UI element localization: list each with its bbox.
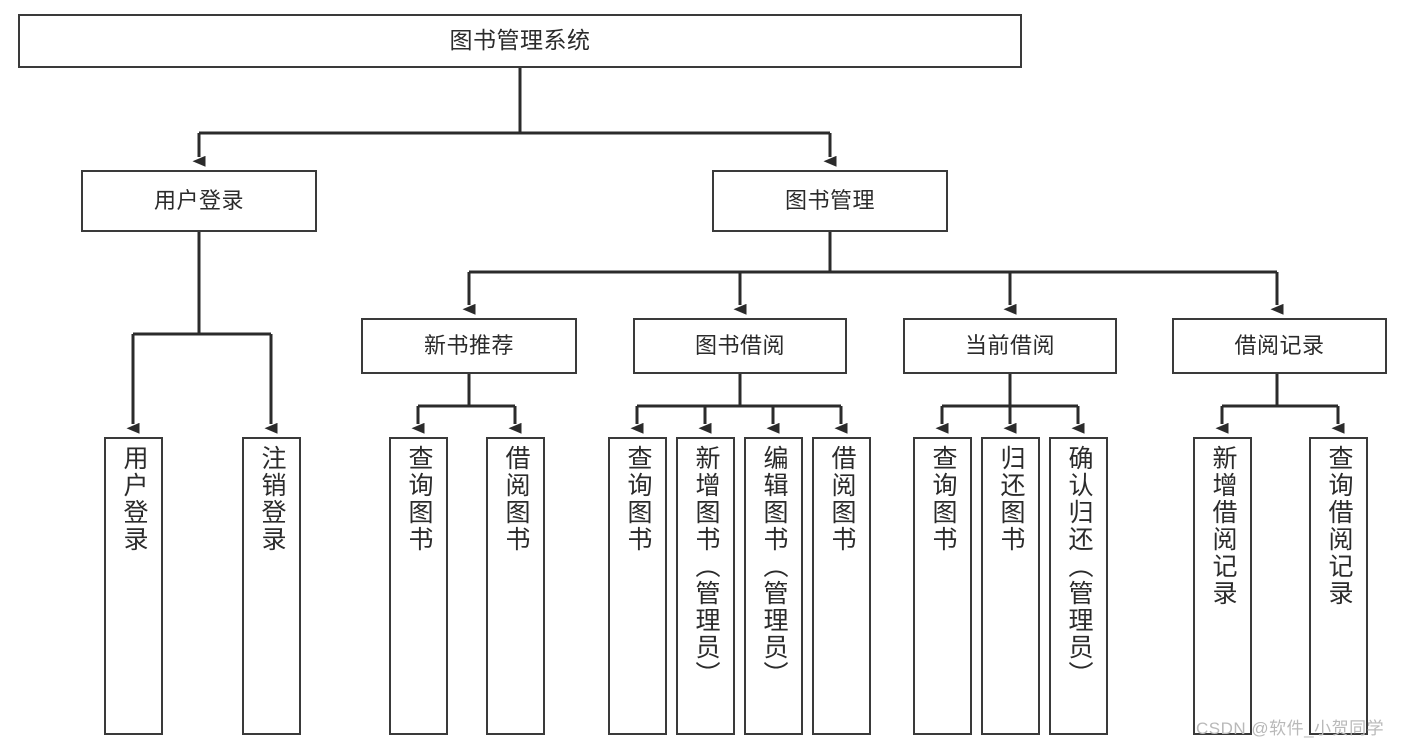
leaf-current-borrow-query[interactable]: 查询图书	[913, 437, 972, 735]
leaf-label: 查询借阅记录	[1325, 445, 1353, 607]
node-current-borrow[interactable]: 当前借阅	[903, 318, 1117, 374]
node-book-borrow[interactable]: 图书借阅	[633, 318, 847, 374]
leaf-label: 归还图书	[997, 445, 1025, 553]
leaf-current-borrow-confirm[interactable]: 确认归还（管理员）	[1049, 437, 1108, 735]
node-label: 图书管理系统	[449, 27, 591, 54]
leaf-label: 确认归还（管理员）	[1065, 445, 1093, 688]
leaf-user-login-logout[interactable]: 注销登录	[242, 437, 301, 735]
node-label: 当前借阅	[964, 332, 1055, 358]
leaf-label: 借阅图书	[502, 445, 530, 553]
leaf-label: 用户登录	[120, 445, 148, 553]
node-label: 图书管理	[784, 187, 875, 213]
leaf-book-borrow-query[interactable]: 查询图书	[608, 437, 667, 735]
node-label: 用户登录	[153, 187, 244, 213]
leaf-user-login-login[interactable]: 用户登录	[104, 437, 163, 735]
node-label: 新书推荐	[423, 332, 514, 358]
node-new-book-recommend[interactable]: 新书推荐	[361, 318, 577, 374]
leaf-label: 编辑图书（管理员）	[760, 445, 788, 688]
leaf-label: 查询图书	[624, 445, 652, 553]
node-label: 借阅记录	[1234, 332, 1325, 358]
node-root-system[interactable]: 图书管理系统	[18, 14, 1022, 68]
node-book-management[interactable]: 图书管理	[712, 170, 948, 232]
leaf-label: 查询图书	[405, 445, 433, 553]
leaf-label: 新增借阅记录	[1209, 445, 1237, 607]
leaf-current-borrow-return[interactable]: 归还图书	[981, 437, 1040, 735]
leaf-label: 新增图书（管理员）	[692, 445, 720, 688]
leaf-new-book-query[interactable]: 查询图书	[389, 437, 448, 735]
node-label: 图书借阅	[694, 332, 785, 358]
leaf-label: 查询图书	[929, 445, 957, 553]
leaf-borrow-record-add[interactable]: 新增借阅记录	[1193, 437, 1252, 735]
leaf-new-book-borrow[interactable]: 借阅图书	[486, 437, 545, 735]
leaf-book-borrow-add[interactable]: 新增图书（管理员）	[676, 437, 735, 735]
csdn-watermark: CSDN @软件_小贺同学	[1196, 719, 1385, 738]
leaf-book-borrow-edit[interactable]: 编辑图书（管理员）	[744, 437, 803, 735]
leaf-label: 注销登录	[258, 445, 286, 553]
leaf-label: 借阅图书	[828, 445, 856, 553]
node-user-login[interactable]: 用户登录	[81, 170, 317, 232]
node-borrow-record[interactable]: 借阅记录	[1172, 318, 1387, 374]
leaf-borrow-record-query[interactable]: 查询借阅记录	[1309, 437, 1368, 735]
leaf-book-borrow-lend[interactable]: 借阅图书	[812, 437, 871, 735]
